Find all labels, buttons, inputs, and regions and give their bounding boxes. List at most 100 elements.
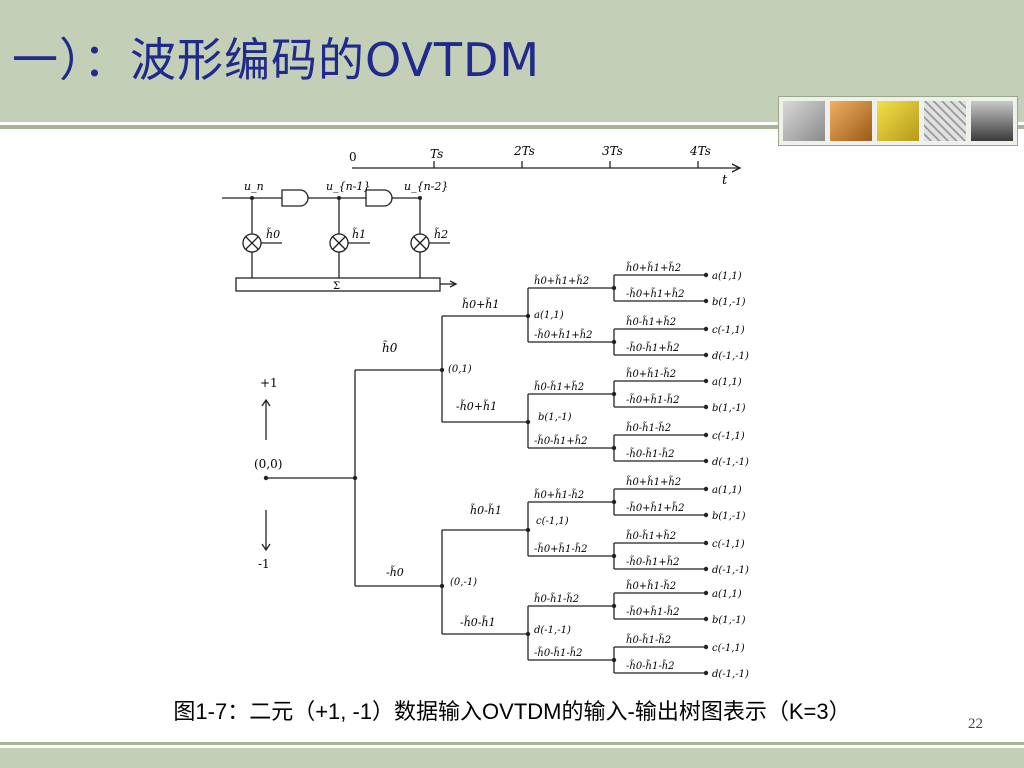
leaf-state: c(-1,1) — [712, 539, 745, 550]
level4-label: h̃0-h̃1-h̃2 — [626, 422, 671, 434]
level3-node — [611, 391, 617, 397]
leaf-node — [703, 404, 709, 410]
level3-label: h̃0-h̃1-h̃2 — [534, 593, 579, 605]
leaf-node — [703, 326, 709, 332]
level2-node — [525, 631, 531, 637]
sr-sum-label: Σ — [333, 281, 340, 292]
leaf-node — [703, 378, 709, 384]
figure-caption: 图1-7：二元（+1, -1）数据输入OVTDM的输入-输出树图表示（K=3） — [173, 699, 851, 724]
leaf-state: c(-1,1) — [712, 325, 745, 336]
level3-node — [611, 285, 617, 291]
level1-fork-node — [352, 475, 358, 481]
level1-state: (0,1) — [448, 364, 472, 375]
level2-node — [525, 527, 531, 533]
level4-label: h̃0+h̃1+h̃2 — [626, 262, 681, 274]
level4-label: h̃0-h̃1-h̃2 — [626, 634, 671, 646]
leaf-node — [703, 590, 709, 596]
thumbnail-grid — [924, 101, 966, 141]
tree-labels: h̃0-h̃0(0,1)(0,-1)h̃0+h̃1a(1,1)-h̃0+h̃1b… — [382, 262, 749, 680]
level4-label: -h̃0-h̃1+h̃2 — [626, 556, 680, 568]
timeline-tick-ts: Ts — [430, 147, 443, 161]
leaf-state: a(1,1) — [712, 485, 742, 496]
leaf-state: d(-1,-1) — [712, 669, 749, 680]
timeline-tick-3ts: 3Ts — [602, 144, 623, 158]
level3-label: -h̃0-h̃1-h̃2 — [534, 647, 583, 659]
level2-state: d(-1,-1) — [534, 625, 571, 636]
sr-input-un: u_n — [244, 180, 264, 193]
level4-label: h̃0+h̃1-h̃2 — [626, 580, 676, 592]
thumbnail-clock — [783, 101, 825, 141]
leaf-node — [703, 272, 709, 278]
leaf-node — [703, 298, 709, 304]
leaf-state: b(1,-1) — [712, 403, 746, 414]
level4-label: -h̃0+h̃1-h̃2 — [626, 606, 680, 618]
direction-arrows — [261, 398, 271, 552]
leaf-node — [703, 670, 709, 676]
tree-root-label: (0,0) — [254, 457, 282, 471]
leaf-node — [703, 512, 709, 518]
level3-node — [611, 499, 617, 505]
level3-label: -h̃0-h̃1+h̃2 — [534, 435, 588, 447]
leaf-state: d(-1,-1) — [712, 457, 749, 468]
header-divider-dark — [0, 125, 1024, 129]
leaf-node — [703, 352, 709, 358]
level3-label: h̃0+h̃1-h̃2 — [534, 489, 584, 501]
level3-node — [611, 445, 617, 451]
level2-label: h̃0+h̃1 — [462, 298, 499, 311]
leaf-state: a(1,1) — [712, 271, 742, 282]
level2-node — [525, 313, 531, 319]
footer-divider — [0, 742, 1024, 745]
header-divider — [0, 122, 1024, 125]
leaf-state: c(-1,1) — [712, 431, 745, 442]
level2-label: h̃0-h̃1 — [470, 504, 502, 517]
slide-title: 一）：波形编码的OVTDM — [12, 33, 541, 87]
level4-label: h̃0-h̃1+h̃2 — [626, 316, 676, 328]
level4-label: -h̃0+h̃1-h̃2 — [626, 394, 680, 406]
sr-input-un1: u_{n-1} — [326, 180, 370, 193]
level1-node — [439, 367, 445, 373]
leaf-node — [703, 566, 709, 572]
leaf-node — [703, 486, 709, 492]
page-number: 22 — [968, 716, 983, 732]
level4-label: h̃0+h̃1-h̃2 — [626, 368, 676, 380]
level2-label: -h̃0+h̃1 — [456, 400, 497, 413]
leaf-state: a(1,1) — [712, 377, 742, 388]
level2-state: b(1,-1) — [538, 412, 572, 423]
level2-node — [525, 419, 531, 425]
level1-label: h̃0 — [382, 339, 398, 355]
leaf-state: b(1,-1) — [712, 511, 746, 522]
thumbnail-people — [971, 101, 1013, 141]
timeline-tick-4ts: 4Ts — [689, 144, 711, 158]
sr-tap-h2: h̃2 — [434, 228, 448, 241]
level2-state: a(1,1) — [534, 310, 564, 321]
level2-state: c(-1,1) — [536, 516, 569, 527]
level3-node — [611, 603, 617, 609]
thumbnail-yellow-clock — [877, 101, 919, 141]
leaf-state: a(1,1) — [712, 589, 742, 600]
level1-label: -h̃0 — [386, 566, 404, 579]
leaf-node — [703, 540, 709, 546]
level3-label: h̃0-h̃1+h̃2 — [534, 381, 584, 393]
sr-tap-h0: h̃0 — [266, 228, 280, 241]
leaf-node — [703, 458, 709, 464]
leaf-state: d(-1,-1) — [712, 565, 749, 576]
timeline-tick-0: 0 — [349, 150, 357, 164]
thumbnail-strip — [778, 96, 1018, 146]
level4-label: h̃0-h̃1+h̃2 — [626, 530, 676, 542]
timeline — [352, 161, 742, 173]
level3-label: h̃0+h̃1+h̃2 — [534, 275, 589, 287]
level3-label: -h̃0+h̃1+h̃2 — [534, 329, 593, 341]
leaf-node — [703, 616, 709, 622]
leaf-node — [703, 432, 709, 438]
leaf-node — [703, 644, 709, 650]
thumbnail-hands — [830, 101, 872, 141]
tree-nodes — [263, 272, 709, 676]
timeline-axis-label: t — [722, 173, 728, 188]
level4-label: -h̃0+h̃1+h̃2 — [626, 502, 685, 514]
sr-input-un2: u_{n-2} — [404, 180, 448, 193]
leaf-state: c(-1,1) — [712, 643, 745, 654]
level4-label: -h̃0+h̃1+h̃2 — [626, 288, 685, 300]
footer-band — [0, 748, 1024, 768]
level3-node — [611, 553, 617, 559]
